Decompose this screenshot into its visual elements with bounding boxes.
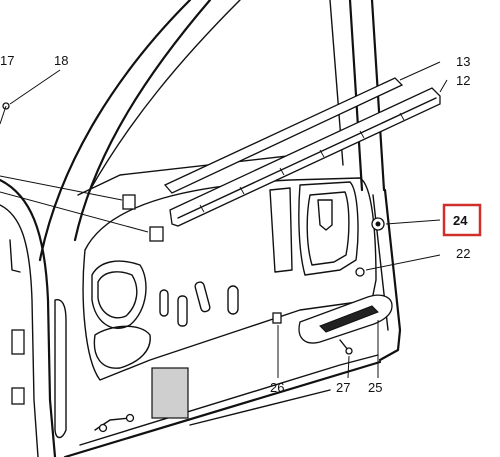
access-cover-plate [151,367,189,419]
panel-cutout-right [298,181,359,276]
callout-22: 22 [456,246,470,261]
panel-slot-vertical [317,199,333,231]
check-strap [9,239,21,273]
door-frame-outer [38,0,212,262]
callout-17: 17 [0,53,14,68]
panel-cutout-lower [93,325,151,369]
hinge-bracket-lower [11,387,25,405]
belt-moulding-strip [169,87,441,227]
bottom-rod [189,389,331,426]
callout-26: 26 [270,380,284,395]
hinge-bracket-upper [11,329,25,355]
callout-25: 25 [368,380,382,395]
hinge-pillar-slot [54,298,67,439]
panel-cutout-right-inner [306,191,350,266]
outer-seal-strip [163,77,404,194]
fastener-24-hole [375,221,381,227]
callout-24: 24 [453,213,468,228]
callout-13: 13 [456,54,470,69]
panel-cutout-left-inner [97,271,138,319]
door-handle-grip [319,305,379,333]
belt-moulding-hatching [199,112,405,213]
clip-upper [149,226,164,242]
rod-clip-end-2 [125,413,135,423]
panel-cutout-left [91,260,147,329]
belt-moulding-inner-line [177,97,437,219]
highlight-box-24 [442,203,482,237]
panel-slot-1 [177,295,188,327]
window-seal-lower [77,149,341,196]
rod-clip-end [98,423,108,433]
door-bottom-edge [63,360,382,457]
inner-panel-outline [82,177,377,381]
hinge-pillar-inner [0,204,39,457]
clip-17 [122,194,136,210]
panel-slot-3 [227,285,239,315]
callout-12: 12 [456,73,470,88]
panel-slot-2 [194,281,211,313]
hinge-pillar [0,178,57,457]
screw-27-head [345,347,353,355]
callout-27: 27 [336,380,350,395]
fastener-22 [355,267,365,277]
panel-slot-4 [159,289,169,317]
leader-lines [0,61,448,379]
callout-18: 18 [54,53,68,68]
panel-cutout-center [269,187,293,273]
door-bottom-inner [79,354,379,446]
door-rear-edge [378,188,402,362]
clip-26 [272,312,282,324]
